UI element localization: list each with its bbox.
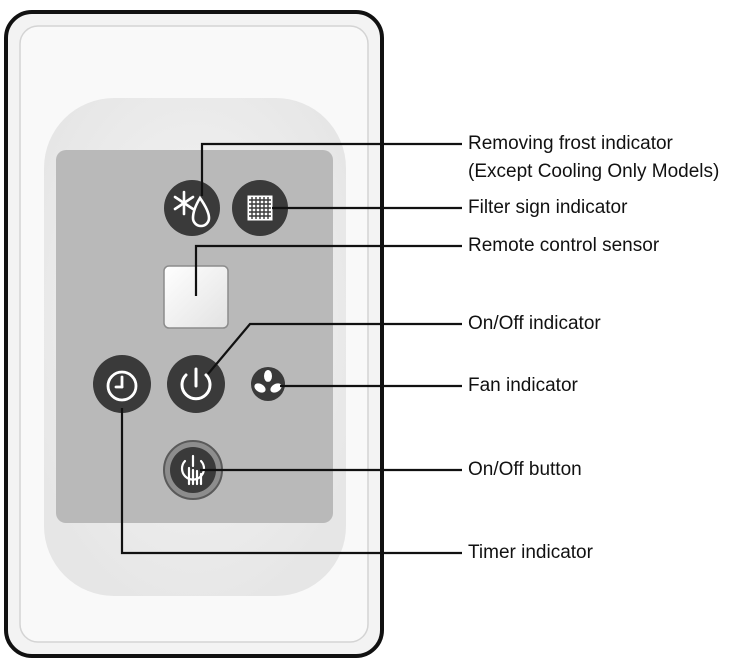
leader-lines xyxy=(120,142,462,555)
label-timer-indicator: Timer indicator xyxy=(468,542,593,563)
fan-icon xyxy=(254,370,282,393)
label-remote-sensor: Remote control sensor xyxy=(468,235,660,256)
timer-indicator xyxy=(93,355,151,413)
filter-sign-indicator xyxy=(232,180,288,236)
defrost-icon xyxy=(173,190,211,228)
control-panel xyxy=(56,150,333,523)
leader-onoff-indicator xyxy=(207,322,462,375)
filter-grid-icon xyxy=(247,195,273,221)
power-hand-icon xyxy=(180,454,206,486)
removing-frost-indicator xyxy=(164,180,220,236)
leader-removing-frost xyxy=(200,142,462,196)
leader-timer xyxy=(120,408,462,555)
label-filter-sign: Filter sign indicator xyxy=(468,197,628,218)
label-removing-frost: Removing frost indicator xyxy=(468,133,673,154)
clock-icon xyxy=(106,370,138,402)
fan-indicator xyxy=(251,367,285,401)
onoff-button[interactable] xyxy=(163,440,223,500)
label-onoff-indicator: On/Off indicator xyxy=(468,313,601,334)
label-removing-frost-note: (Except Cooling Only Models) xyxy=(468,161,720,182)
label-fan-indicator: Fan indicator xyxy=(468,375,578,396)
power-icon xyxy=(180,367,212,401)
leader-remote-sensor xyxy=(194,244,462,296)
label-onoff-button: On/Off button xyxy=(468,459,582,480)
